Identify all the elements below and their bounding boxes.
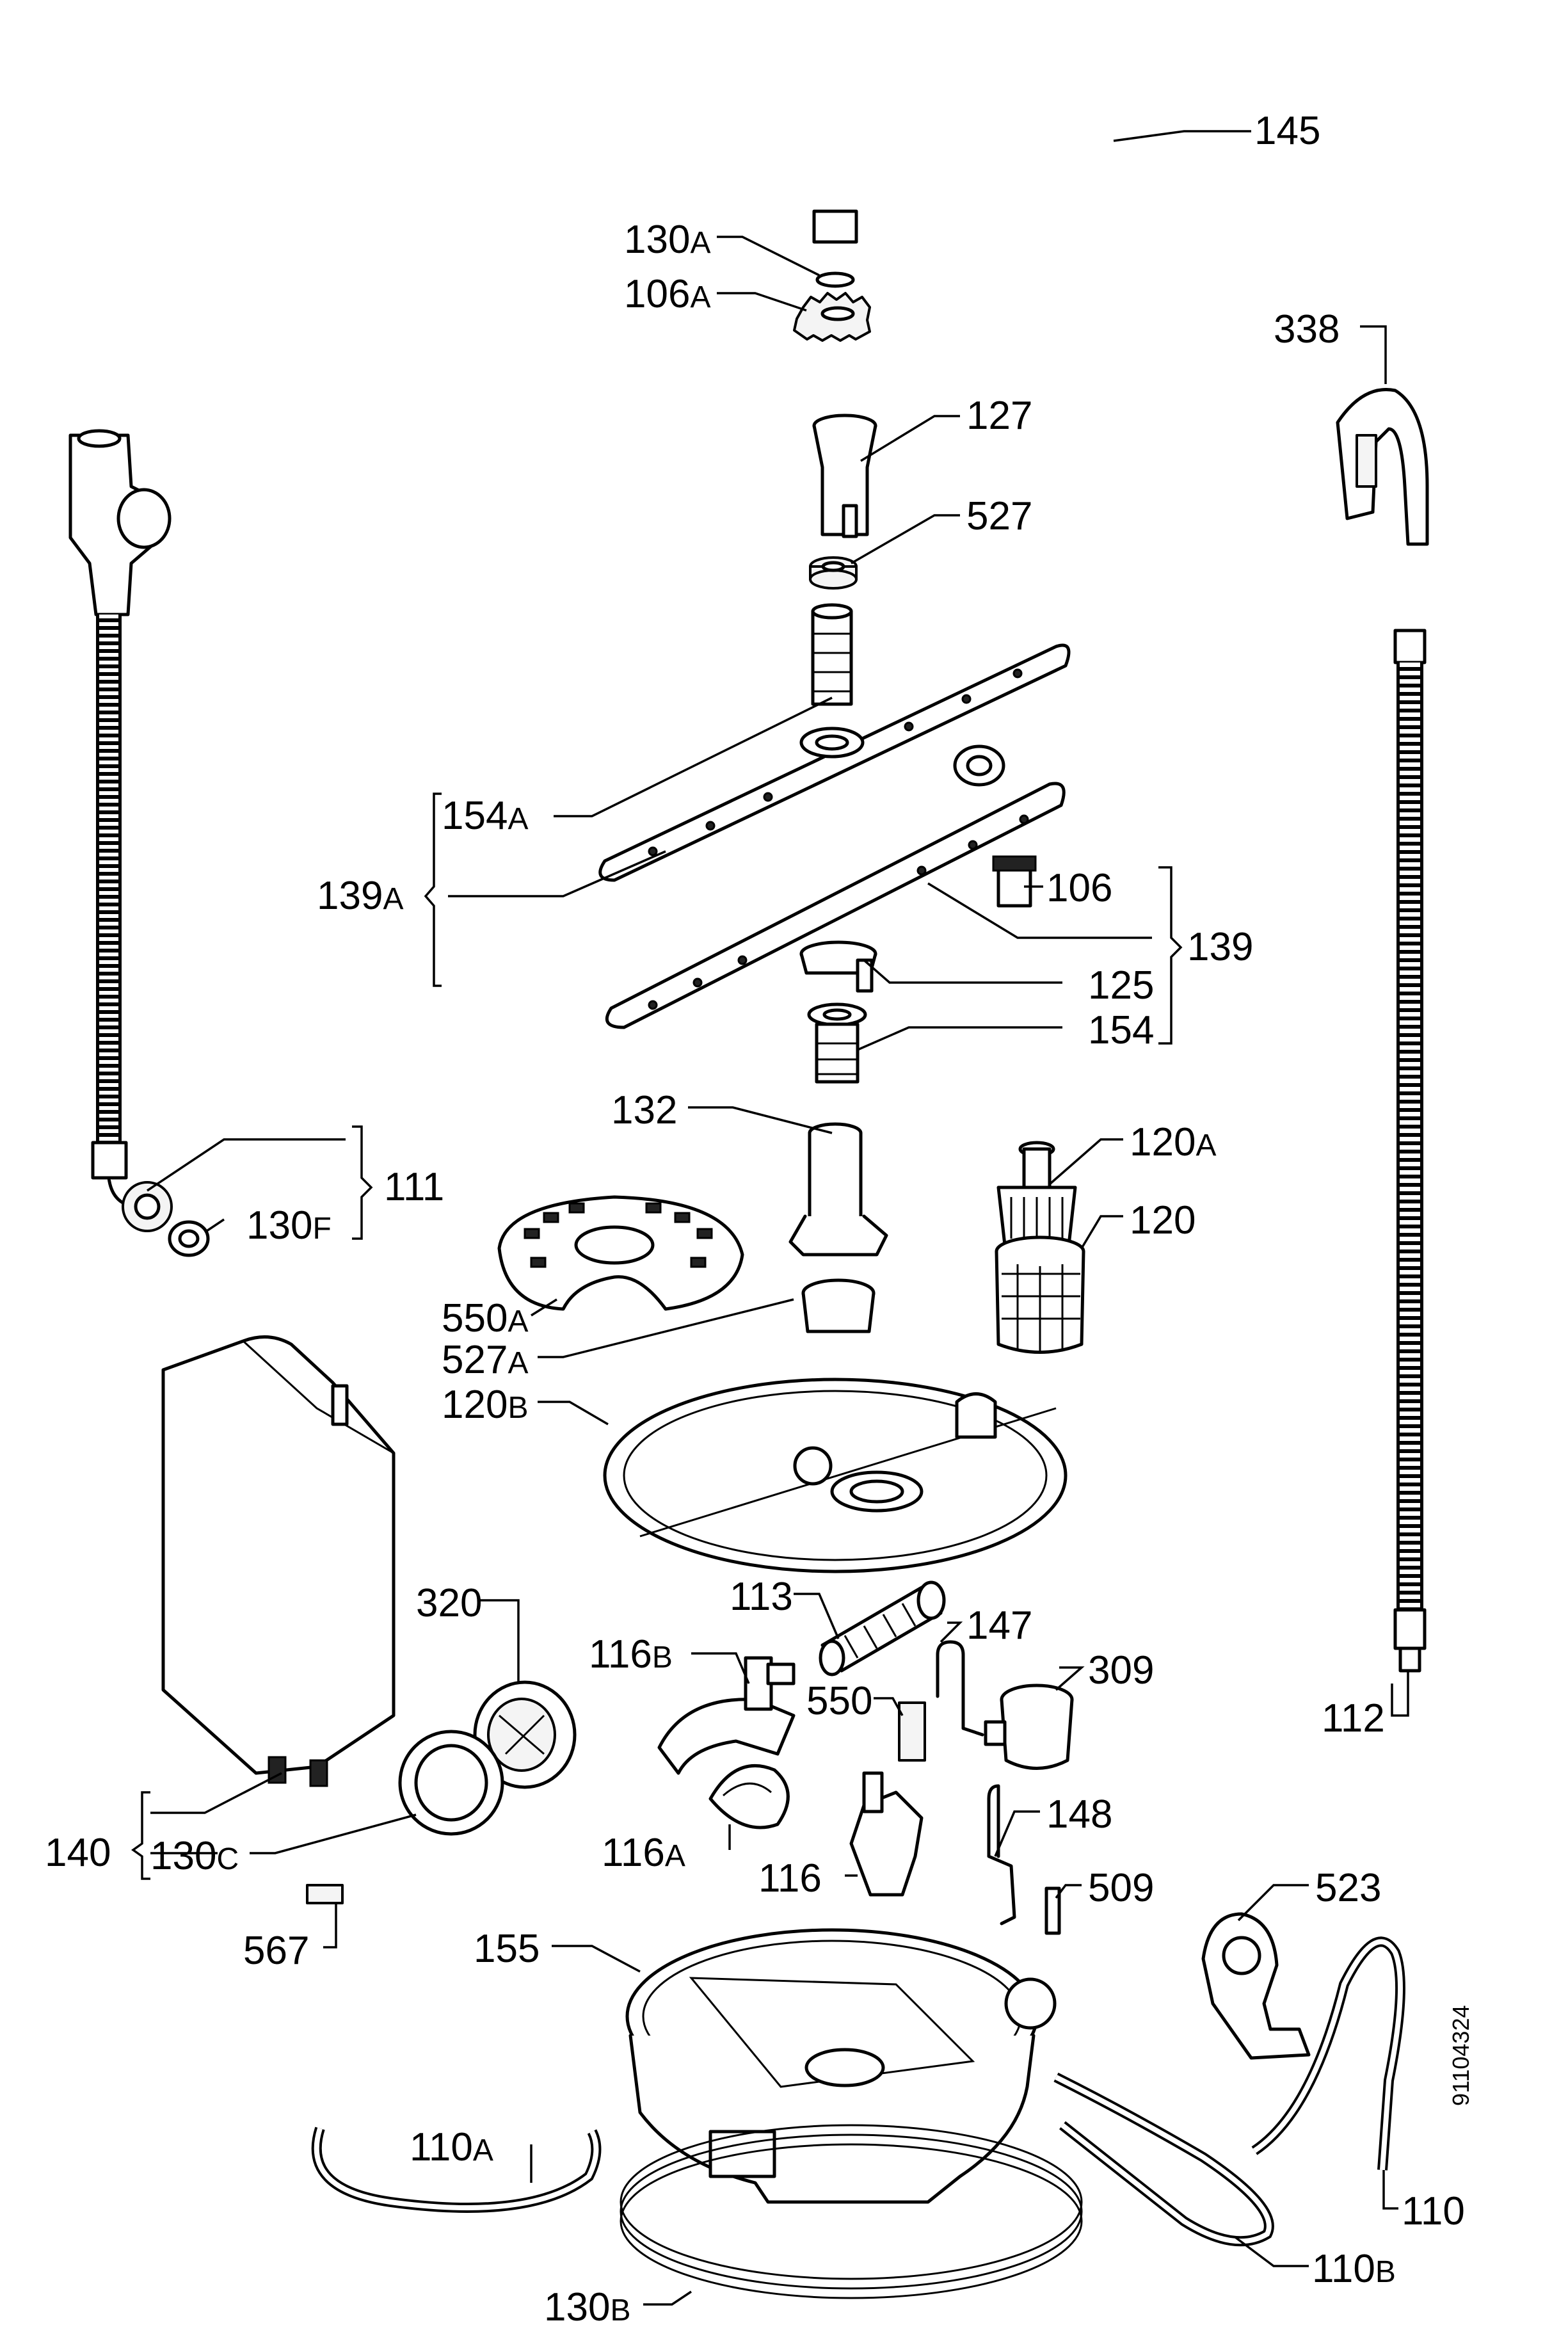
label-112: 112 — [1322, 1696, 1385, 1740]
label-147: 147 — [966, 1604, 1032, 1648]
part-527-nut — [809, 556, 858, 590]
part-113-connector — [819, 1580, 946, 1676]
part-550a-plate — [497, 1195, 744, 1311]
label-106a: 106A — [624, 272, 710, 316]
label-145: 145 — [1254, 109, 1320, 153]
label-139a: 139A — [317, 874, 403, 918]
label-110a: 110A — [410, 2125, 493, 2169]
label-527: 527 — [966, 494, 1032, 538]
label-309: 309 — [1088, 1648, 1154, 1692]
part-154-insert — [807, 1002, 867, 1084]
part-130a-o-ring — [815, 271, 855, 288]
label-320: 320 — [416, 1581, 482, 1625]
part-155-sump — [625, 1928, 1057, 2204]
part-148-clip — [987, 1784, 1016, 1925]
part-154a-upper-spray-arm — [598, 643, 1071, 882]
part-116 — [849, 1771, 924, 1897]
part-567-clip — [306, 1884, 344, 1904]
label-111: 111 — [384, 1165, 444, 1209]
label-509: 509 — [1088, 1866, 1154, 1910]
label-132: 132 — [611, 1088, 677, 1132]
label-120: 120 — [1130, 1198, 1196, 1242]
part-127-sleeve — [812, 414, 877, 538]
label-550: 550 — [806, 1679, 872, 1723]
drawing-number: 91104324 — [1448, 2005, 1474, 2107]
label-148: 148 — [1046, 1792, 1112, 1837]
part-550-block — [898, 1701, 926, 1762]
label-106: 106 — [1046, 866, 1112, 910]
label-550a: 550A — [442, 1296, 528, 1340]
part-120-micro-filter — [995, 1235, 1085, 1354]
label-113: 113 — [730, 1575, 793, 1619]
label-110b: 110B — [1312, 2247, 1396, 2291]
part-112-drain-hose — [1393, 629, 1427, 1673]
label-130f: 130F — [246, 1203, 332, 1248]
part-139-spray-arm — [605, 782, 1066, 1029]
part-132-tube — [788, 1122, 888, 1257]
part-140-softener — [161, 1335, 396, 1787]
bracket-140 — [131, 1791, 150, 1880]
part-309-cap — [984, 1684, 1074, 1770]
label-116b: 116B — [589, 1632, 673, 1676]
label-140: 140 — [45, 1831, 111, 1875]
leader-lines — [147, 130, 1409, 2306]
label-120b: 120B — [442, 1383, 528, 1427]
part-106-clip — [992, 855, 1037, 908]
part-130b-gasket — [620, 2124, 1083, 2299]
label-567: 567 — [243, 1929, 309, 1973]
part-523-bracket — [1201, 1912, 1311, 2060]
part-116b — [657, 1656, 796, 1775]
part-509-pin — [1044, 1886, 1061, 1935]
part-130f-washer — [168, 1220, 210, 1257]
part-338-hook — [1336, 388, 1429, 546]
part-threaded-hub — [811, 603, 853, 706]
label-127: 127 — [966, 394, 1032, 438]
bracket-111 — [352, 1125, 373, 1240]
label-155: 155 — [474, 1927, 540, 1971]
label-120a: 120A — [1130, 1120, 1216, 1164]
label-130c: 130C — [150, 1834, 239, 1878]
part-320-cover — [473, 1680, 577, 1789]
part-120a-coarse-filter — [996, 1141, 1077, 1247]
part-111-inlet-hose — [68, 429, 173, 1232]
label-116: 116 — [758, 1856, 822, 1901]
label-154: 154 — [1088, 1008, 1154, 1052]
bracket-139 — [1158, 866, 1183, 1045]
part-120b-flat-filter — [603, 1378, 1068, 1573]
label-154a: 154A — [442, 794, 528, 838]
part-145-pipe — [812, 63, 1124, 787]
part-130c-gasket — [398, 1730, 504, 1836]
label-130a: 130A — [624, 218, 710, 262]
part-116a — [708, 1764, 790, 1829]
label-527a: 527A — [442, 1338, 528, 1382]
part-125-collar — [799, 940, 877, 993]
label-523: 523 — [1315, 1866, 1381, 1910]
label-110: 110 — [1402, 2189, 1465, 2233]
part-147-bracket — [936, 1640, 984, 1737]
label-130b: 130B — [544, 2285, 630, 2329]
bracket-139a — [424, 792, 442, 987]
part-106a-gear — [793, 292, 871, 342]
label-125: 125 — [1088, 963, 1154, 1008]
label-116a: 116A — [602, 1831, 685, 1875]
label-139: 139 — [1187, 925, 1253, 969]
part-110b-hose — [1053, 2072, 1274, 2247]
label-338: 338 — [1274, 307, 1340, 351]
part-527a-ring — [801, 1278, 876, 1333]
